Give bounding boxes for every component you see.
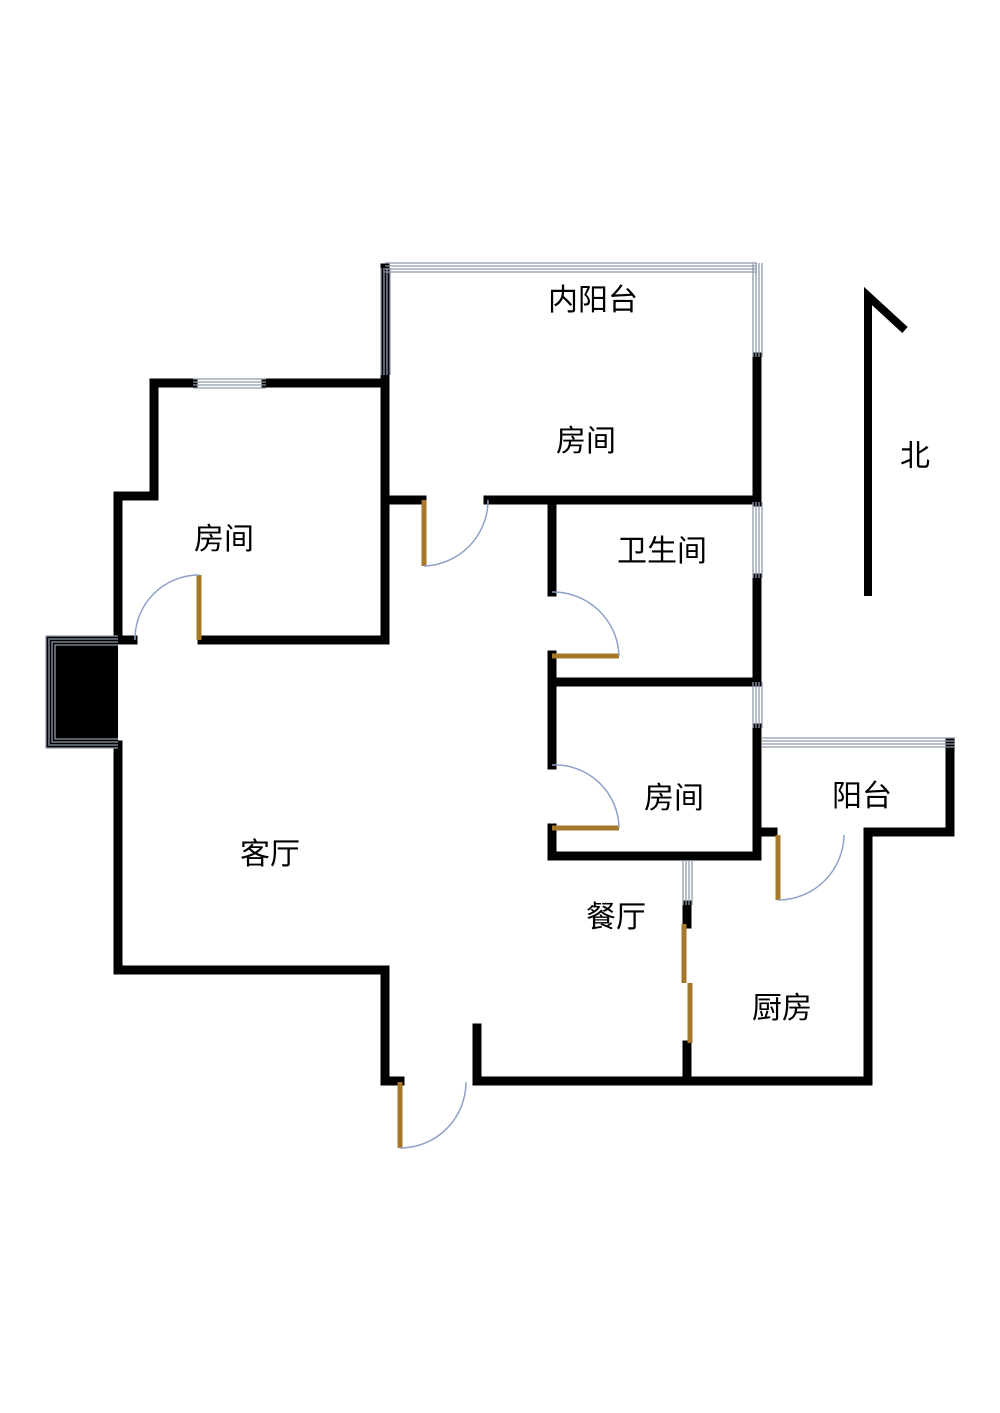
window-inner-balcony-west [380, 268, 391, 375]
compass-label: 北 [900, 439, 930, 474]
window-west-bedroom-north [193, 378, 266, 389]
door-mid-bedroom[interactable] [551, 764, 620, 831]
label-living-room: 客厅 [240, 837, 300, 872]
label-kitchen: 厨房 [752, 991, 812, 1026]
label-mid-bedroom: 房间 [644, 781, 704, 816]
doors [134, 499, 845, 1149]
window-bathroom-east [752, 502, 763, 578]
label-bathroom: 卫生间 [617, 534, 707, 569]
window-balcony-north [762, 737, 954, 748]
window-north [385, 262, 757, 273]
wall-balcony-east [863, 737, 955, 837]
door-north-bedroom[interactable] [421, 499, 489, 567]
door-entrance[interactable] [397, 1081, 467, 1149]
wall-west-bedroom-east [197, 378, 390, 645]
door-bathroom[interactable] [551, 591, 620, 659]
label-north-bedroom: 房间 [556, 424, 616, 459]
walls [113, 263, 955, 1086]
wall-living-south [113, 740, 405, 1086]
room-labels: 内阳台 房间 房间 卫生间 房间 阳台 客厅 餐厅 厨房 [194, 283, 892, 1026]
label-inner-balcony: 内阳台 [548, 283, 638, 318]
label-west-bedroom: 房间 [194, 522, 254, 557]
windows [45, 262, 954, 905]
window-living-bay [45, 635, 118, 749]
north-arrow: 北 [864, 286, 930, 596]
label-dining-room: 餐厅 [586, 900, 646, 935]
door-west-bedroom[interactable] [134, 574, 202, 641]
window-inner-balcony-east [752, 263, 763, 357]
wall-west-bedroom-top [149, 378, 198, 501]
wall-west-bedroom-west [113, 491, 159, 645]
window-kitchen-dining [682, 860, 693, 905]
label-balcony: 阳台 [832, 779, 892, 814]
door-balcony[interactable] [775, 834, 845, 901]
north-arrow-icon [864, 286, 908, 596]
window-mid-bedroom-east [752, 682, 763, 728]
door-kitchen-sliding[interactable] [681, 924, 693, 1043]
